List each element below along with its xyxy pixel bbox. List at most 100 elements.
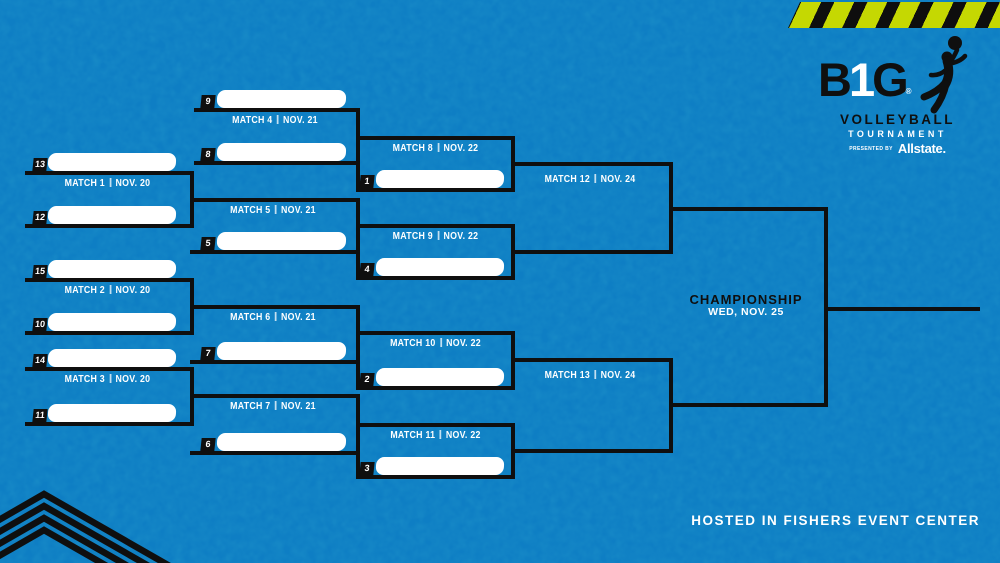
- team-slot-seed-2: [375, 368, 505, 386]
- match-9-name: MATCH 9: [392, 231, 433, 242]
- match-9-date: NOV. 22: [443, 231, 479, 242]
- match-6-label: MATCH 6 NOV. 21: [200, 312, 346, 323]
- seed-badge-14: 14: [32, 354, 48, 367]
- match-12-label: MATCH 12 NOV. 24: [520, 174, 659, 185]
- seed-badge-15: 15: [32, 265, 48, 278]
- allstate-logo: Allstate.: [897, 141, 946, 156]
- team-slot-seed-3: [375, 457, 505, 475]
- label-divider: [437, 143, 440, 152]
- match-12-name: MATCH 12: [544, 174, 591, 185]
- match-12-winner-line: [669, 207, 826, 211]
- match-1-date: NOV. 20: [115, 178, 151, 189]
- match-6-name: MATCH 6: [230, 312, 271, 323]
- team-slot-seed-13: [47, 153, 177, 171]
- team-slot-seed-12: [47, 206, 177, 224]
- match-13-label: MATCH 13 NOV. 24: [520, 370, 659, 381]
- seed-badge-8: 8: [200, 148, 216, 161]
- match-11-name: MATCH 11: [390, 430, 436, 441]
- hazard-stripes-decoration: [788, 2, 1000, 28]
- b1g-logo: B1G®: [818, 56, 912, 103]
- match-3-label: MATCH 3 NOV. 20: [35, 374, 180, 385]
- seed-badge-10: 10: [32, 318, 48, 331]
- match-10-name: MATCH 10: [390, 338, 436, 349]
- match-10-date: NOV. 22: [446, 338, 481, 349]
- team-slot-seed-15: [47, 260, 177, 278]
- label-divider: [439, 430, 442, 439]
- match-13-box: MATCH 13 NOV. 24: [511, 358, 673, 453]
- match-13-name: MATCH 13: [544, 370, 591, 381]
- seed-badge-13: 13: [32, 158, 48, 171]
- seed-badge-7: 7: [200, 347, 216, 360]
- b1g-logo-1: 1: [848, 53, 875, 106]
- match-1-name: MATCH 1: [64, 178, 105, 189]
- match-1-label: MATCH 1 NOV. 20: [35, 178, 180, 189]
- presented-by-label: PRESENTED BY: [849, 145, 893, 152]
- match-5-label: MATCH 5 NOV. 21: [200, 205, 346, 216]
- match-12-date: NOV. 24: [600, 174, 636, 185]
- seed-badge-12: 12: [32, 211, 48, 224]
- team-slot-seed-14: [47, 349, 177, 367]
- match-3-date: NOV. 20: [115, 374, 151, 385]
- match-8-label: MATCH 8 NOV. 22: [369, 143, 502, 154]
- team-slot-seed-4: [375, 258, 505, 276]
- label-divider: [437, 231, 440, 240]
- seed-badge-9: 9: [200, 95, 216, 108]
- label-divider: [276, 115, 279, 124]
- seed-badge-5: 5: [200, 237, 216, 250]
- volleyball-player-icon: [920, 36, 968, 114]
- match-4-label: MATCH 4 NOV. 21: [204, 115, 347, 126]
- seed-badge-2: 2: [359, 373, 375, 386]
- label-divider: [594, 174, 597, 183]
- match-7-label: MATCH 7 NOV. 21: [200, 401, 346, 412]
- seed-badge-4: 4: [359, 263, 375, 276]
- sponsor-row: PRESENTED BY Allstate.: [815, 141, 980, 156]
- match-8-name: MATCH 8: [392, 143, 433, 154]
- match-7-date: NOV. 21: [281, 401, 316, 412]
- team-slot-seed-11: [47, 404, 177, 422]
- match-9-label: MATCH 9 NOV. 22: [369, 231, 502, 242]
- championship-date: WED, NOV. 25: [708, 306, 784, 318]
- seed-badge-3: 3: [359, 462, 375, 475]
- seed-badge-6: 6: [200, 438, 216, 451]
- championship-title: CHAMPIONSHIP: [689, 292, 803, 307]
- seed-badge-11: 11: [32, 409, 48, 422]
- match-12-box: MATCH 12 NOV. 24: [511, 162, 673, 254]
- match-4-date: NOV. 21: [283, 115, 318, 126]
- registered-mark: ®: [905, 87, 912, 96]
- match-3-name: MATCH 3: [64, 374, 105, 385]
- event-title: VOLLEYBALL: [840, 112, 955, 127]
- label-divider: [274, 312, 277, 321]
- team-slot-seed-6: [216, 433, 347, 451]
- match-11-date: NOV. 22: [445, 430, 481, 441]
- chevron-decoration: [0, 490, 171, 563]
- label-divider: [109, 285, 112, 294]
- match-10-label: MATCH 10 NOV. 22: [369, 338, 502, 349]
- event-subtitle: TOURNAMENT: [848, 129, 947, 139]
- match-5-date: NOV. 21: [281, 205, 316, 216]
- championship-winner-line: [824, 307, 980, 311]
- venue-text: HOSTED IN FISHERS EVENT CENTER: [691, 513, 980, 528]
- match-6-date: NOV. 21: [281, 312, 316, 323]
- match-13-date: NOV. 24: [600, 370, 636, 381]
- seed-badge-1: 1: [359, 175, 375, 188]
- label-divider: [274, 401, 277, 410]
- b1g-logo-b: B: [818, 53, 852, 106]
- b1g-logo-g: G: [872, 53, 909, 106]
- label-divider: [274, 205, 277, 214]
- match-8-date: NOV. 22: [443, 143, 479, 154]
- team-slot-seed-5: [216, 232, 347, 250]
- match-2-label: MATCH 2 NOV. 20: [35, 285, 180, 296]
- match-5-name: MATCH 5: [230, 205, 271, 216]
- match-2-date: NOV. 20: [115, 285, 151, 296]
- match-7-name: MATCH 7: [230, 401, 271, 412]
- team-slot-seed-10: [47, 313, 177, 331]
- match-13-winner-line: [669, 403, 826, 407]
- match-2-name: MATCH 2: [64, 285, 105, 296]
- team-slot-seed-1: [375, 170, 505, 188]
- label-divider: [439, 338, 442, 347]
- team-slot-seed-9: [216, 90, 347, 108]
- label-divider: [109, 374, 112, 383]
- team-slot-seed-7: [216, 342, 347, 360]
- match-4-name: MATCH 4: [232, 115, 273, 126]
